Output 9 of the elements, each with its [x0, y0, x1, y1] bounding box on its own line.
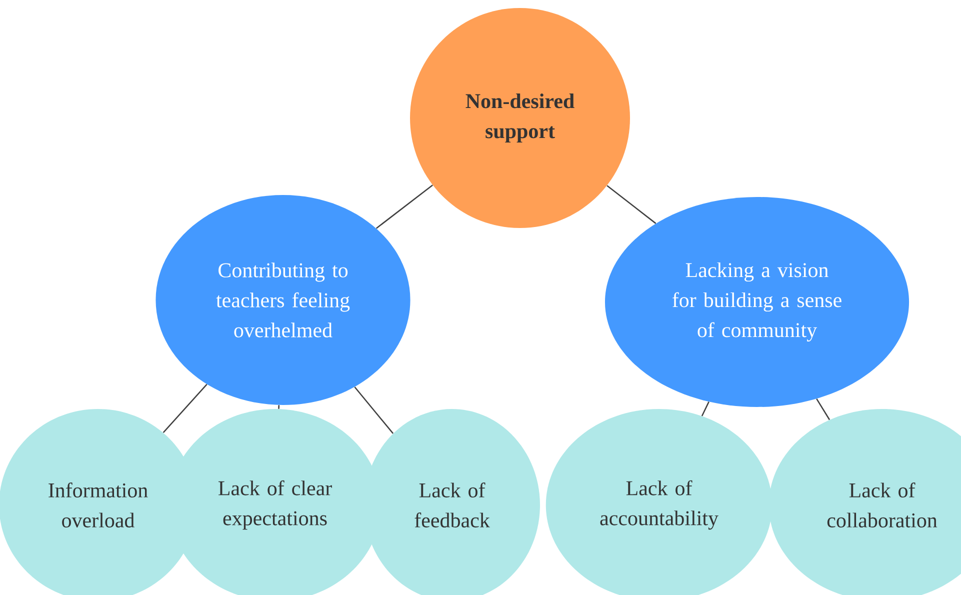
connector-line [162, 384, 208, 434]
node-label: Lack of clear expectations [218, 480, 332, 530]
connector-line [354, 386, 394, 434]
connector-line [376, 184, 433, 229]
connector-line [701, 402, 710, 416]
node-label: Information overload [48, 482, 148, 528]
connector-line [606, 185, 656, 224]
connector-line [816, 398, 830, 420]
connector-line [278, 405, 280, 409]
